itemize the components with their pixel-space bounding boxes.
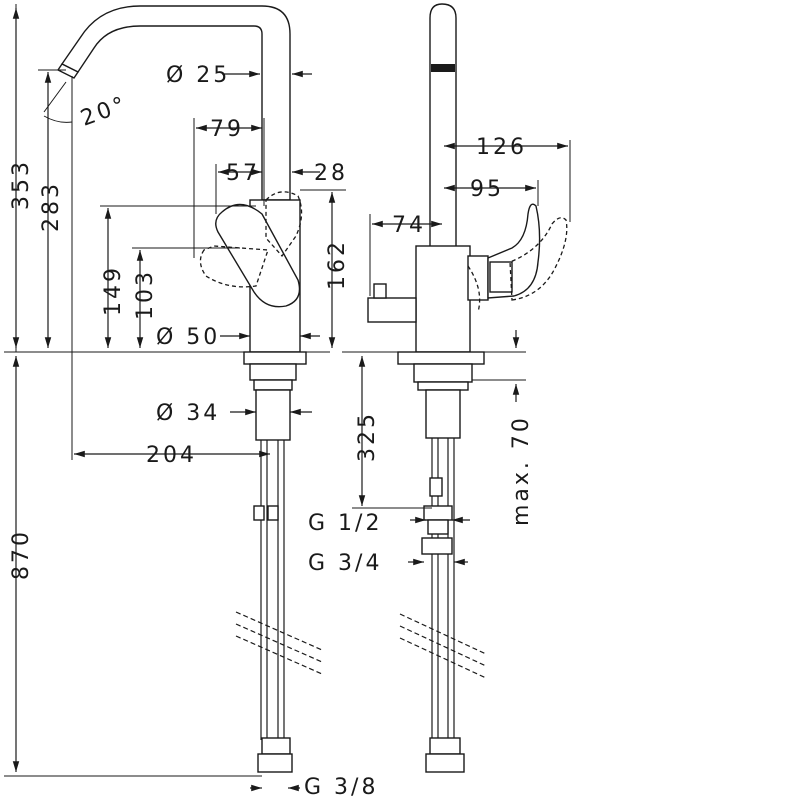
label-149: 149	[101, 265, 126, 316]
threaded-ring	[253, 379, 293, 391]
label-57: 57	[226, 161, 260, 186]
base-plate	[243, 351, 307, 365]
label-g38: G 3/8	[304, 775, 378, 800]
label-283: 283	[39, 181, 64, 232]
lever-alt-position-2	[265, 191, 303, 258]
front-body	[415, 245, 471, 353]
label-103: 103	[133, 269, 158, 320]
front-lever-alt	[509, 217, 568, 301]
side-view-dimensions	[4, 4, 346, 792]
front-base-plate	[397, 351, 485, 365]
label-28: 28	[314, 161, 348, 186]
connector-g34	[421, 537, 453, 555]
label-74: 74	[392, 213, 426, 238]
label-95: 95	[470, 177, 504, 202]
label-max70: max. 70	[509, 415, 534, 526]
label-d25: Ø 25	[166, 63, 230, 88]
label-d50: Ø 50	[156, 325, 220, 350]
label-g12: G 1/2	[308, 511, 382, 536]
front-shank	[425, 389, 461, 439]
label-204: 204	[146, 443, 197, 468]
label-d34: Ø 34	[156, 401, 220, 426]
label-353: 353	[9, 159, 34, 210]
front-spout	[429, 3, 457, 251]
label-870: 870	[9, 529, 34, 580]
label-126: 126	[476, 135, 527, 160]
side-view	[56, 5, 323, 773]
shank	[255, 389, 291, 441]
front-view-labels: 126 95 74 325 max. 70 G 1/2 G 3/4	[308, 135, 534, 576]
label-79: 79	[210, 117, 244, 142]
lever-alt-position	[199, 245, 269, 288]
label-325: 325	[355, 411, 380, 462]
label-162: 162	[325, 239, 350, 290]
lever-handle	[215, 203, 301, 308]
aerator	[56, 63, 80, 79]
front-knob	[367, 297, 417, 323]
label-g34: G 3/4	[308, 551, 382, 576]
label-20deg: 20°	[78, 92, 132, 132]
front-view	[367, 3, 568, 773]
mount-nut	[249, 363, 297, 381]
front-aerator	[431, 64, 455, 72]
front-view-dimensions	[342, 140, 571, 566]
